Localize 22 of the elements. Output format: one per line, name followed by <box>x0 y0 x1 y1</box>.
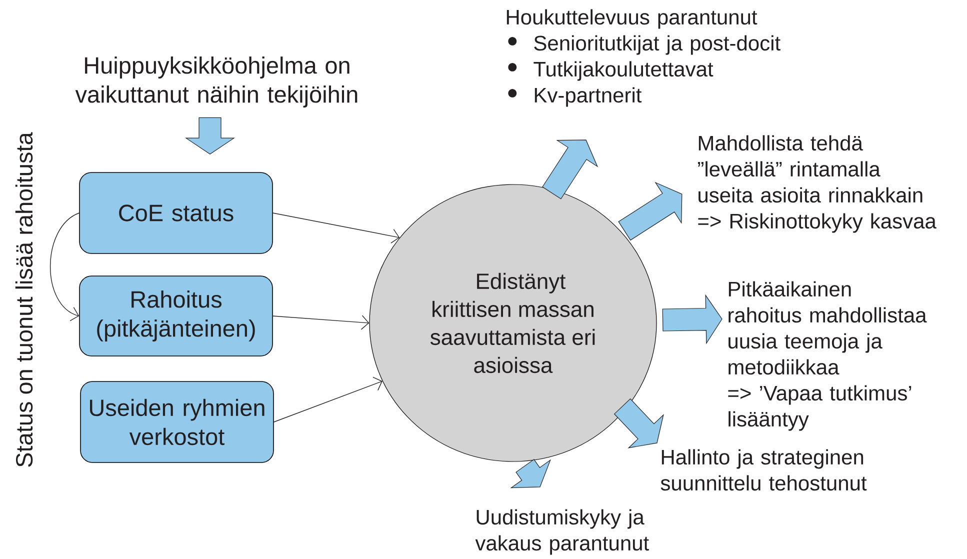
node-label: Senioritutkijat ja post-docit <box>534 35 780 55</box>
block-arrow <box>542 140 598 200</box>
node-label: Houkuttelevuus parantunut <box>506 9 758 29</box>
process-box: Useiden ryhmien verkostot <box>80 381 274 463</box>
outcome-text: Pitkäaikainen rahoitus mahdollistaa uusia teemoja ja metodiikkaa => ’Vapaa tutkimus’ lisääntyy <box>728 281 927 431</box>
process-box: CoE status <box>79 172 273 254</box>
block-arrow <box>185 117 235 154</box>
block-arrow <box>662 294 722 344</box>
outcome-text: Uudistumiskyky ja vakaus parantunut <box>475 509 649 555</box>
node-label: Tutkijakoulutettavat <box>534 61 714 81</box>
outcome-text: Hallinto ja strateginen suunnittelu tehostunut <box>660 449 867 491</box>
node-label: Kv-partnerit <box>534 87 642 107</box>
arrow <box>50 212 80 322</box>
block-arrow <box>510 459 551 488</box>
arrow <box>272 212 400 244</box>
caption-text: Huippuyksikköohjelma on vaikuttanut näihin tekijöihin <box>75 56 358 108</box>
arrow <box>274 376 382 422</box>
arrow <box>272 315 370 330</box>
outcome-text: Mahdollista tehdä ”leveällä” rintamalla useita asioita rinnakkain => Riskinottokyky kasvaa <box>698 135 936 233</box>
bullet-list: Houkuttelevuus parantunut Senioritutkijat ja post-docit Tutkijakoulutettavat Kv-partnerit <box>506 9 780 107</box>
side-label: Status on tuonut lisää rahoitusta <box>15 132 33 467</box>
process-box: Rahoitus (pitkäjänteinen) <box>79 276 273 356</box>
